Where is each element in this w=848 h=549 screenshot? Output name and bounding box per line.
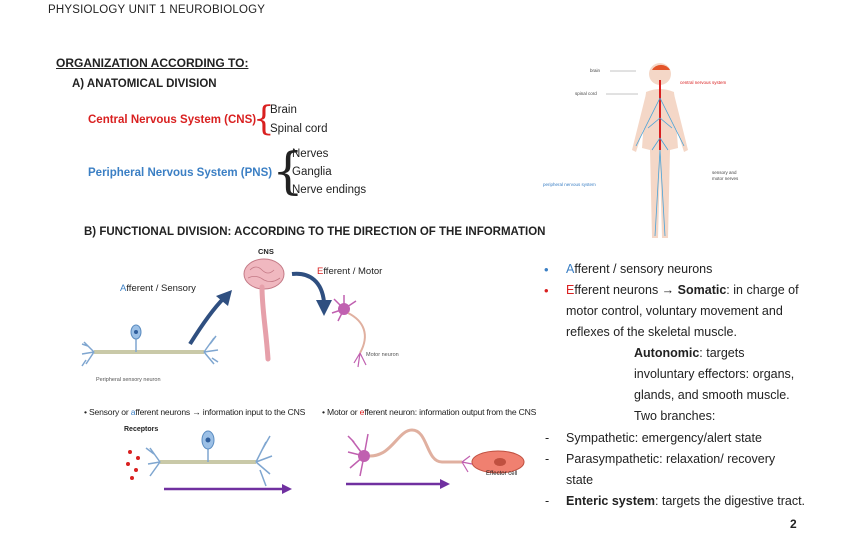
- right-parasympathetic: Parasympathetic: relaxation/ recovery: [566, 452, 776, 466]
- motor-caption-pre: • Motor or: [322, 407, 360, 417]
- motor-caption-post: fferent neuron: information output from …: [364, 407, 537, 417]
- efferent-rest: fferent / Motor: [323, 266, 383, 277]
- body-label-brain: brain: [590, 68, 601, 73]
- right-somatic-line-3: reflexes of the skeletal muscle.: [566, 325, 737, 339]
- right-enteric: Enteric system: [566, 494, 655, 508]
- cns-label: Central Nervous System (CNS): [88, 114, 257, 126]
- right-somatic-rest: : in charge of: [726, 283, 799, 297]
- bullet-afferent: •: [544, 262, 549, 277]
- pns-item-ganglia: Ganglia: [292, 166, 332, 178]
- afferent-arrow: [188, 290, 232, 346]
- body-label-cns: central nervous system: [680, 80, 727, 85]
- sensory-caption: • Sensory or afferent neurons → informat…: [84, 407, 305, 417]
- right-parasympathetic-line-2: state: [566, 473, 594, 487]
- cns-brace: {: [253, 99, 275, 139]
- peripheral-sensory-neuron-label: Peripheral sensory neuron: [96, 377, 161, 383]
- right-somatic: Somatic: [677, 283, 727, 297]
- dash-enteric: -: [545, 494, 550, 508]
- right-afferent-rest: fferent / sensory neurons: [574, 262, 713, 276]
- efferent-arrow: [291, 271, 332, 316]
- sensory-input-illustration: [126, 430, 292, 494]
- anatomical-division-title: A) ANATOMICAL DIVISION: [72, 78, 217, 90]
- body-leader-lines: [606, 70, 638, 95]
- sensory-caption-a: a: [130, 407, 136, 417]
- document-header: PHYSIOLOGY UNIT 1 NEUROBIOLOGY: [48, 4, 266, 16]
- right-autonomic-rest: : targets: [699, 346, 745, 360]
- cns-item-brain: Brain: [270, 104, 297, 116]
- nervous-system-body-illustration: [632, 63, 688, 238]
- right-enteric-rest: : targets the digestive tract.: [654, 494, 806, 508]
- right-efferent-initial: E: [566, 283, 575, 297]
- efferent-motor-label: Efferent / Motor: [317, 266, 382, 277]
- afferent-sensory-label: Afferent / Sensory: [120, 283, 196, 294]
- section-title-organization: ORGANIZATION ACCORDING TO:: [56, 56, 249, 70]
- right-afferent-line: Afferent / sensory neurons: [566, 263, 712, 276]
- right-sympathetic: Sympathetic: emergency/alert state: [566, 431, 762, 445]
- right-efferent-rest: fferent neurons →: [574, 283, 678, 297]
- motor-neuron-label: Motor neuron: [366, 352, 399, 358]
- motor-neuron-illustration: [331, 295, 367, 368]
- functional-division-title: B) FUNCTIONAL DIVISION: ACCORDING TO THE…: [84, 226, 546, 238]
- right-autonomic-line-2: involuntary effectors: organs,: [634, 367, 795, 381]
- cns-figure-label: CNS: [258, 247, 274, 256]
- dash-parasympathetic: -: [545, 452, 550, 466]
- receptors-label: Receptors: [124, 426, 159, 433]
- afferent-rest: fferent / Sensory: [126, 283, 196, 294]
- effector-cell-label: Effector cell: [486, 471, 518, 477]
- body-label-sensory-motor-2: motor nerves: [712, 176, 739, 181]
- motor-output-illustration: [346, 428, 525, 489]
- efferent-initial: E: [317, 266, 324, 277]
- dash-sympathetic: -: [545, 431, 550, 445]
- right-efferent-line: Efferent neurons → Somatic: in charge of: [566, 284, 799, 297]
- pns-item-nerve-endings: Nerve endings: [292, 184, 367, 196]
- bullet-efferent: •: [544, 283, 549, 298]
- pns-brace: {: [272, 142, 304, 200]
- right-afferent-initial: A: [566, 262, 575, 276]
- right-autonomic-line-3: glands, and smooth muscle.: [634, 388, 790, 402]
- pns-item-nerves: Nerves: [292, 148, 329, 160]
- body-label-spinal-cord: spinal cord: [575, 91, 597, 96]
- right-somatic-line-2: motor control, voluntary movement and: [566, 304, 783, 318]
- cns-item-spinal-cord: Spinal cord: [270, 123, 328, 135]
- page-number: 2: [790, 517, 797, 531]
- peripheral-sensory-neuron-illustration: [81, 324, 219, 367]
- right-autonomic: Autonomic: [634, 346, 700, 360]
- motor-caption: • Motor or efferent neuron: information …: [322, 407, 536, 417]
- right-enteric-line: Enteric system: targets the digestive tr…: [566, 495, 805, 508]
- right-autonomic-line: Autonomic: targets: [634, 347, 744, 360]
- sensory-caption-pre: • Sensory or: [84, 407, 131, 417]
- pns-label: Peripheral Nervous System (PNS): [88, 167, 273, 179]
- motor-caption-e: e: [359, 407, 365, 417]
- sensory-caption-post: fferent neurons → information input to t…: [135, 407, 306, 417]
- right-autonomic-line-4: Two branches:: [634, 409, 716, 423]
- body-label-pns: peripheral nervous system: [543, 182, 596, 187]
- brain-spinal-cord-illustration: [243, 258, 285, 362]
- afferent-initial: A: [120, 283, 127, 294]
- body-label-sensory-motor-1: sensory and: [712, 170, 737, 175]
